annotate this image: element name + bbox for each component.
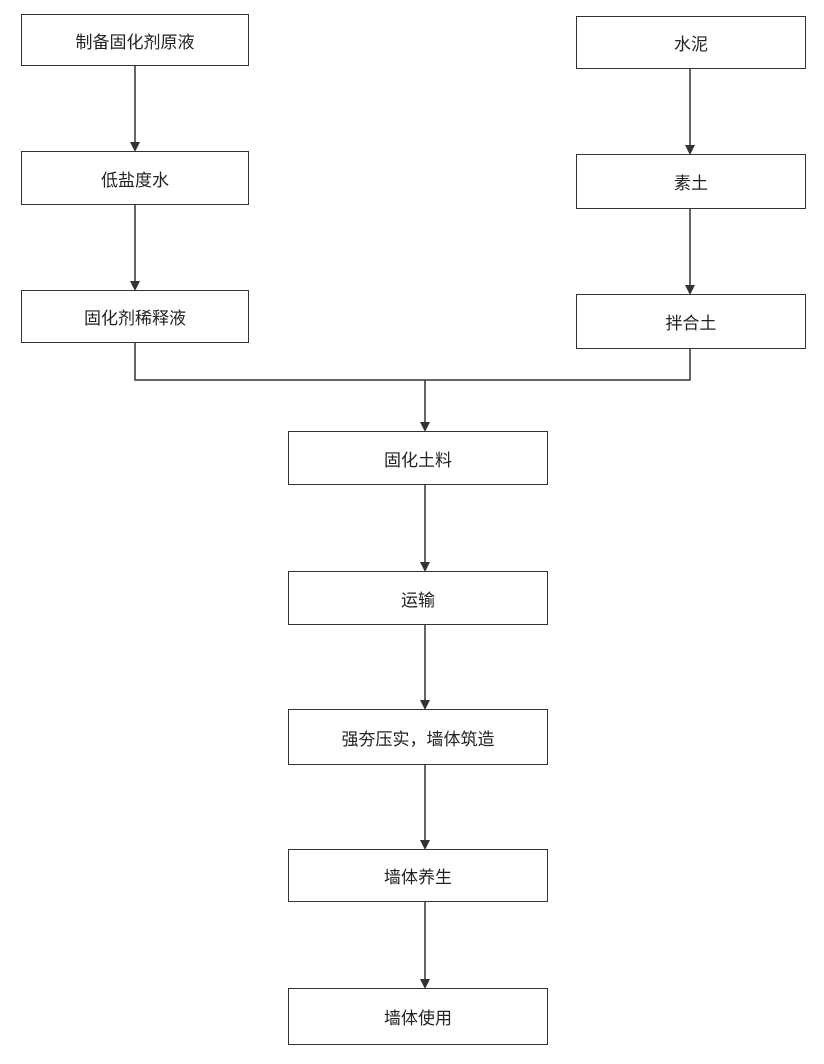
node-low-salt-water: 低盐度水 [21, 151, 249, 205]
node-label: 墙体养生 [384, 868, 452, 888]
node-diluted-agent: 固化剂稀释液 [21, 290, 249, 343]
node-label: 素土 [674, 174, 708, 194]
node-label: 水泥 [674, 35, 708, 55]
node-label: 低盐度水 [101, 170, 169, 191]
node-curing: 墙体养生 [288, 849, 548, 902]
node-wall-use: 墙体使用 [288, 988, 548, 1045]
node-plain-soil: 素土 [576, 154, 806, 209]
node-label: 固化剂稀释液 [84, 309, 186, 329]
merge-connector [134, 343, 691, 381]
node-compaction: 强夯压实，墙体筑造 [288, 709, 548, 765]
node-label: 拌合土 [665, 314, 717, 334]
node-label: 墙体使用 [384, 1009, 452, 1029]
node-cement: 水泥 [576, 16, 806, 69]
node-label: 制备固化剂原液 [75, 32, 195, 53]
node-label: 强夯压实，墙体筑造 [341, 729, 495, 750]
node-label: 运输 [401, 590, 435, 611]
node-label: 固化土料 [384, 450, 452, 471]
node-transport: 运输 [288, 571, 548, 625]
node-prepare-stock: 制备固化剂原液 [21, 14, 249, 66]
node-mixed-soil: 拌合土 [576, 294, 806, 349]
node-cured-soil: 固化土料 [288, 431, 548, 485]
